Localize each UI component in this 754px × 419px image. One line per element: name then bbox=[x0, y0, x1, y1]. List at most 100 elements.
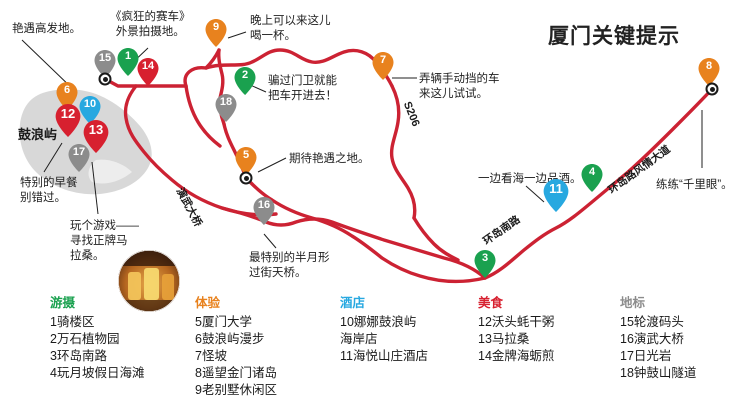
map-marker-13[interactable]: 13 bbox=[83, 120, 109, 153]
legend-column-tiyan: 体验 5厦门大学 6鼓浪屿漫步 7怪坡 8遥望金门诸岛 9老别墅休闲区 bbox=[195, 296, 277, 399]
legend-column-jiudian-header: 酒店 bbox=[340, 296, 366, 310]
legend-column-jiudian: 酒店 10娜娜鼓浪屿海岸店 11海悦山庄酒店 bbox=[340, 296, 428, 365]
map-marker-1[interactable]: 1 bbox=[117, 48, 139, 76]
legend-item[interactable]: 3环岛南路 bbox=[50, 349, 107, 363]
map-pin-number: 12 bbox=[60, 106, 76, 121]
map-pin-number: 2 bbox=[241, 69, 249, 81]
map-pin-icon bbox=[581, 164, 603, 192]
map-pin-icon bbox=[205, 19, 227, 47]
leader-banyuexing bbox=[263, 233, 277, 249]
map-pin-number: 11 bbox=[549, 181, 563, 196]
annot-shoudongdang: 弄辆手动挡的车 来这儿试试。 bbox=[419, 73, 500, 100]
map-pin-icon bbox=[55, 104, 81, 137]
map-marker-12[interactable]: 12 bbox=[55, 104, 81, 137]
legend-item[interactable]: 14金牌海蛎煎 bbox=[478, 349, 555, 363]
route-endpoint-ferry bbox=[98, 72, 112, 86]
annot-fengkuang-saiche: 《疯狂的赛车》 外景拍摄地。 bbox=[110, 11, 191, 38]
legend-item[interactable]: 16演武大桥 bbox=[620, 332, 684, 346]
annot-yanyu-gaofa: 艳遇高发地。 bbox=[12, 23, 81, 35]
map-marker-15[interactable]: 15 bbox=[94, 50, 116, 78]
legend-item[interactable]: 8遥望金门诸岛 bbox=[195, 366, 277, 380]
map-marker-16[interactable]: 16 bbox=[253, 197, 275, 225]
road-s206 bbox=[389, 84, 417, 220]
map-pin-icon bbox=[56, 82, 78, 110]
map-graphics bbox=[19, 48, 714, 284]
map-canvas: 厦门关键提示 鼓浪屿 bbox=[0, 0, 754, 300]
annot-wanshang-hejiu: 晚上可以来这儿 喝一杯。 bbox=[250, 15, 331, 42]
map-pin-icon bbox=[235, 147, 257, 175]
road-huandao-nanlu bbox=[483, 87, 714, 280]
map-pin-number: 9 bbox=[212, 21, 220, 33]
legend-column-youshe-header: 游摄 bbox=[50, 296, 76, 310]
legend-item[interactable]: 1骑楼区 bbox=[50, 315, 95, 329]
legend-item[interactable]: 13马拉桑 bbox=[478, 332, 530, 346]
map-marker-6[interactable]: 6 bbox=[56, 82, 78, 110]
annot-pianguo-menwei: 骗过门卫就能 把车开进去！ bbox=[268, 75, 337, 102]
map-marker-18[interactable]: 18 bbox=[215, 94, 237, 122]
map-pin-icon bbox=[474, 250, 496, 278]
legend-item[interactable]: 4玩月坡假日海滩 bbox=[50, 366, 145, 380]
map-marker-2[interactable]: 2 bbox=[234, 67, 256, 95]
map-pin-number: 17 bbox=[72, 146, 86, 158]
leader-zaocan bbox=[43, 142, 63, 173]
map-marker-7[interactable]: 7 bbox=[372, 52, 394, 80]
leader-qidai bbox=[257, 157, 287, 173]
map-pin-number: 16 bbox=[257, 199, 271, 211]
legend-item[interactable]: 10娜娜鼓浪屿 bbox=[340, 315, 417, 329]
legend-item[interactable]: 15轮渡码头 bbox=[620, 315, 684, 329]
map-marker-14[interactable]: 14 bbox=[137, 58, 159, 86]
legend-column-dibiao-header: 地标 bbox=[620, 296, 646, 310]
map-pin-icon bbox=[543, 179, 569, 212]
map-pin-icon bbox=[94, 50, 116, 78]
map-pin-icon bbox=[253, 197, 275, 225]
map-pin-icon bbox=[117, 48, 139, 76]
map-pin-icon bbox=[68, 144, 90, 172]
annot-qidai-yanyu: 期待艳遇之地。 bbox=[289, 153, 370, 165]
annot-malasang: 玩个游戏—— 寻找正牌马 拉桑。 bbox=[70, 220, 139, 262]
legend-item[interactable]: 17日光岩 bbox=[620, 349, 672, 363]
leader-kanhai bbox=[525, 185, 545, 203]
map-pin-icon bbox=[83, 120, 109, 153]
map-pin-number: 7 bbox=[379, 54, 387, 66]
annot-banyuexing: 最特别的半月形 过街天桥。 bbox=[249, 252, 330, 279]
annotation-leader-lines bbox=[21, 31, 703, 249]
road-south-loop bbox=[244, 176, 487, 284]
map-marker-9[interactable]: 9 bbox=[205, 19, 227, 47]
legend-item[interactable]: 5厦门大学 bbox=[195, 315, 252, 329]
gulangyu-island-inner bbox=[88, 159, 132, 184]
map-pin-number: 5 bbox=[242, 149, 250, 161]
legend-item[interactable]: 11海悦山庄酒店 bbox=[340, 349, 428, 363]
legend-item[interactable]: 2万石植物园 bbox=[50, 332, 120, 346]
map-pin-icon bbox=[137, 58, 159, 86]
annot-zaocan: 特别的早餐 别错过。 bbox=[20, 177, 78, 204]
map-marker-5[interactable]: 5 bbox=[235, 147, 257, 175]
map-marker-3[interactable]: 3 bbox=[474, 250, 496, 278]
map-pin-number: 1 bbox=[124, 50, 132, 62]
road-network bbox=[103, 48, 714, 284]
map-pin-number: 4 bbox=[588, 166, 596, 178]
map-pin-number: 3 bbox=[481, 252, 489, 264]
map-pin-number: 18 bbox=[219, 96, 233, 108]
island-label-gulangyu: 鼓浪屿 bbox=[18, 127, 58, 142]
map-pin-icon bbox=[372, 52, 394, 80]
legend: 游摄 1骑楼区 2万石植物园 3环岛南路 4玩月坡假日海滩 体验 5厦门大学 6鼓浪屿漫步 7怪… bbox=[0, 296, 754, 419]
map-marker-11[interactable]: 11 bbox=[543, 179, 569, 212]
legend-item[interactable]: 7怪坡 bbox=[195, 349, 227, 363]
legend-item[interactable]: 18钟鼓山隧道 bbox=[620, 366, 697, 380]
road-inner-connector bbox=[184, 84, 222, 148]
legend-item[interactable]: 海岸店 bbox=[340, 332, 378, 346]
map-marker-10[interactable]: 10 bbox=[79, 96, 101, 124]
legend-item[interactable]: 12沃头蚝干粥 bbox=[478, 315, 555, 329]
legend-item[interactable]: 9老别墅休闲区 bbox=[195, 383, 277, 397]
road-s206-connector bbox=[412, 216, 460, 262]
legend-column-tiyan-header: 体验 bbox=[195, 296, 221, 310]
map-pin-icon bbox=[79, 96, 101, 124]
map-marker-4[interactable]: 4 bbox=[581, 164, 603, 192]
map-marker-17[interactable]: 17 bbox=[68, 144, 90, 172]
leader-wanshang bbox=[227, 31, 247, 39]
leader-malasang bbox=[91, 161, 99, 215]
legend-item[interactable]: 6鼓浪屿漫步 bbox=[195, 332, 265, 346]
map-marker-8[interactable]: 8 bbox=[698, 58, 720, 86]
